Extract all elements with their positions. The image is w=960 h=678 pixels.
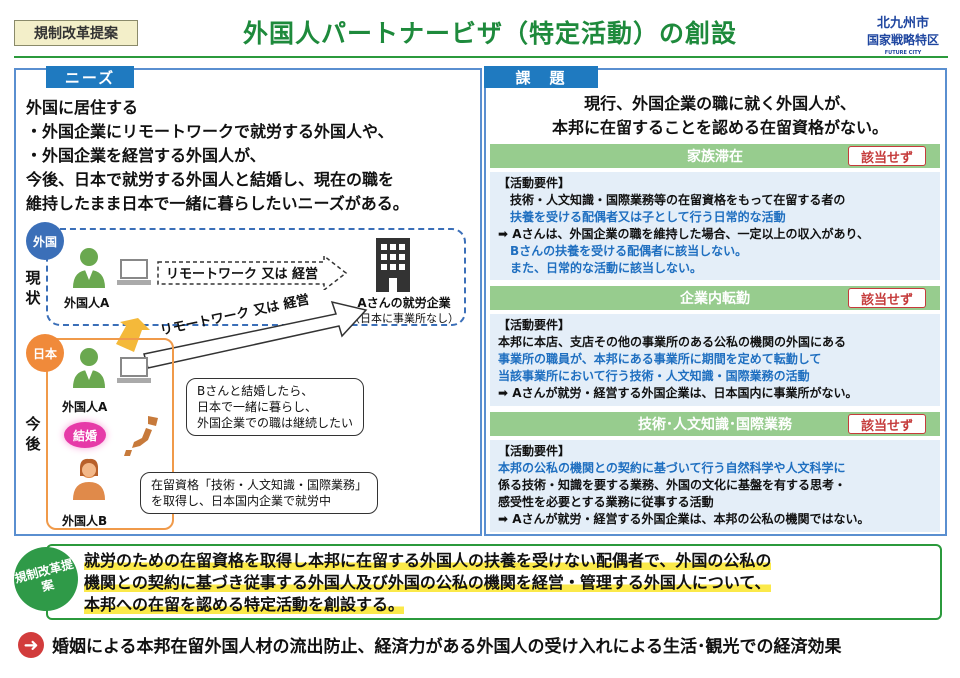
callout-line: 在留資格「技術・人文知識・国際業務」 — [151, 478, 368, 492]
section-family-stay: 家族滞在 該当せず — [490, 144, 940, 168]
person-a-future-icon — [73, 348, 105, 388]
issue-statement: 現行、外国企業の職に就く外国人が、 本邦に在留することを認める在留資格がない。 — [500, 92, 940, 140]
person-a-future-label: 外国人A — [62, 400, 108, 414]
not-applicable-badge: 該当せず — [848, 414, 926, 434]
requirements-family-stay: 【活動要件】 技術・人文知識・国際業務等の在留資格をもって在留する者の 扶養を受… — [490, 172, 940, 280]
requirements-engineer-specialist: 【活動要件】 本邦の公私の機関との契約に基づいて行う自然科学や人文科学に 係る技… — [490, 440, 940, 532]
proposal-line: 就労のための在留資格を取得し本邦に在留する外国人の扶養を受けない配偶者で、外国の… — [84, 551, 772, 570]
building-icon — [376, 238, 410, 292]
issues-tab: 課 題 — [484, 66, 598, 88]
req-line: Bさんの扶養を受ける配偶者に該当しない。 — [510, 244, 748, 258]
abroad-circle: 外国 — [26, 222, 64, 260]
remote-label: リモートワーク 又は 経営 — [166, 267, 319, 282]
person-a-label: 外国人A — [64, 296, 110, 310]
not-applicable-badge: 該当せず — [848, 288, 926, 308]
company-note: （日本に事業所なし） — [349, 312, 459, 325]
japan-map-icon — [124, 416, 158, 456]
effect-text: 婚姻による本邦在留外国人材の流出防止、経済力がある外国人の受け入れによる生活･観… — [52, 637, 842, 657]
callout-line: 外国企業での職は継続したい — [197, 416, 354, 430]
needs-line: 今後、日本で就労する外国人と結婚し、現在の職を — [26, 170, 395, 189]
req-line: ➡ Aさんが就労・経営する外国企業は、本邦の公私の機関ではない。 — [498, 512, 870, 526]
logo-sub: FUTURE CITY — [884, 50, 922, 56]
callout-line: 日本で一緒に暮らし、 — [197, 400, 318, 414]
label-current: 現状 — [25, 269, 41, 307]
proposal-line: 本邦への在留を認める特定活動を創設する。 — [84, 595, 405, 614]
person-a-icon — [73, 248, 105, 288]
req-line: 事業所の職員が、本邦にある事業所に期間を定めて転勤して — [498, 352, 822, 366]
req-line: 感受性を必要とする業務に従事する活動 — [498, 495, 714, 509]
requirements-intra-company-transfer: 【活動要件】 本邦に本店、支店その他の事業所のある公私の機関の外国にある 事業所… — [490, 314, 940, 406]
section-intra-company-transfer: 企業内転勤 該当せず — [490, 286, 940, 310]
callout-b-status: 在留資格「技術・人文知識・国際業務」 を取得し、日本国内企業で就労中 — [140, 472, 379, 514]
laptop-icon — [117, 259, 151, 285]
req-head: 【活動要件】 — [498, 318, 571, 332]
issue-line: 本邦に在留することを認める在留資格がない。 — [551, 118, 888, 137]
abroad-scenario-box — [46, 228, 466, 326]
req-line: 本邦に本店、支店その他の事業所のある公私の機関の外国にある — [498, 335, 847, 349]
logo: 北九州市 国家戦略特区 FUTURE CITY — [858, 12, 948, 56]
label-future: 今後 — [25, 415, 41, 453]
page-title: 外国人パートナービザ（特定活動）の創設 — [242, 19, 737, 48]
issue-line: 現行、外国企業の職に就く外国人が、 — [584, 94, 856, 113]
laptop-future-icon — [117, 357, 151, 383]
issues-panel — [484, 68, 947, 536]
japan-scenario-box — [46, 338, 174, 530]
title-divider — [14, 56, 948, 58]
person-b-label: 外国人B — [62, 514, 108, 528]
req-line: 扶養を受ける配偶者又は子として行う日常的な活動 — [510, 210, 786, 224]
req-line: ➡ Aさんが就労・経営する外国企業は、日本国内に事業所がない。 — [498, 386, 858, 400]
logo-zone: 国家戦略特区 — [866, 33, 939, 47]
section-title: 家族滞在 — [687, 149, 743, 165]
needs-panel — [14, 68, 482, 536]
req-head: 【活動要件】 — [498, 444, 571, 458]
callout-b-wish: Bさんと結婚したら、 日本で一緒に暮らし、 外国企業での職は継続したい — [186, 378, 365, 436]
not-applicable-badge: 該当せず — [848, 146, 926, 166]
company-name: Aさんの就労企業 — [357, 296, 451, 310]
needs-line: ・外国企業を経営する外国人が、 — [26, 146, 266, 165]
req-line: 技術・人文知識・国際業務等の在留資格をもって在留する者の — [510, 193, 846, 207]
section-title: 企業内転勤 — [680, 291, 750, 307]
req-line: ➡ Aさんは、外国企業の職を維持した場合、一定以上の収入があり、 — [498, 227, 870, 241]
callout-line: Bさんと結婚したら、 — [197, 384, 314, 398]
japan-circle: 日本 — [26, 334, 64, 372]
proposal-line: 機関との契約に基づき従事する外国人及び外国の公私の機関を経営・管理する外国人につ… — [84, 573, 771, 592]
needs-line: ・外国企業にリモートワークで就労する外国人や、 — [26, 122, 394, 141]
needs-line: 維持したまま日本で一緒に暮らしたいニーズがある。 — [26, 194, 409, 213]
section-title: 技術･人文知識･国際業務 — [638, 417, 792, 433]
req-line: 本邦の公私の機関との契約に基づいて行う自然科学や人文科学に — [498, 461, 846, 475]
proposal-text: 就労のための在留資格を取得し本邦に在留する外国人の扶養を受けない配偶者で、外国の… — [84, 550, 944, 616]
proposal-category-tag: 規制改革提案 — [14, 20, 138, 46]
needs-text: 外国に居住する ・外国企業にリモートワークで就労する外国人や、 ・外国企業を経営… — [26, 96, 476, 216]
move-arrow-icon — [116, 318, 150, 352]
req-line: 当該事業所において行う技術・人文知識・国際業務の活動 — [498, 369, 810, 383]
logo-city: 北九州市 — [876, 16, 929, 31]
marriage-badge: 結婚 — [64, 422, 106, 448]
needs-line: 外国に居住する — [26, 98, 139, 117]
remote-solid-arrow — [143, 300, 368, 369]
req-head: 【活動要件】 — [498, 176, 571, 190]
arrow-right-icon: ➜ — [18, 632, 44, 658]
needs-tab: ニーズ — [46, 66, 134, 88]
remote-dashed-arrow — [157, 256, 348, 290]
person-b-icon — [73, 458, 105, 500]
callout-line: を取得し、日本国内企業で就労中 — [151, 494, 332, 508]
section-engineer-specialist: 技術･人文知識･国際業務 該当せず — [490, 412, 940, 436]
req-line: 係る技術・知識を要する業務、外国の文化に基盤を有する思考・ — [498, 478, 847, 492]
req-line: また、日常的な活動に該当しない。 — [510, 261, 703, 275]
